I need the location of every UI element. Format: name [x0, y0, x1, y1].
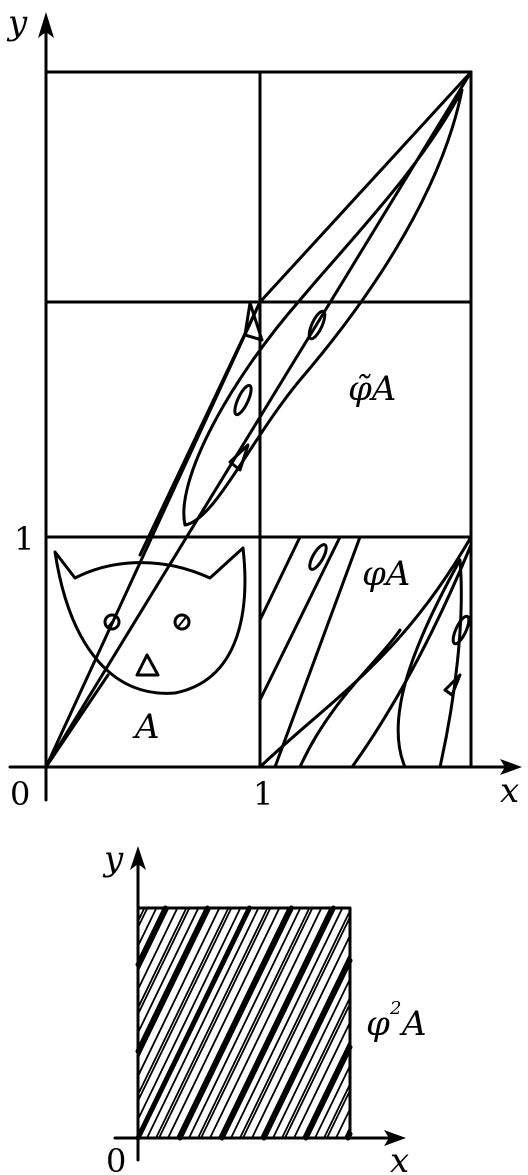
hatch-line: [167, 907, 281, 1139]
top-diagram: y x 0 1 1 A φA φ̃A: [6, 3, 522, 813]
phiA-line-2: [258, 535, 302, 622]
top-origin-label: 0: [10, 775, 30, 813]
hatch-line: [242, 916, 351, 1139]
hatch-line: [335, 1108, 351, 1139]
hatch-line: [137, 907, 170, 972]
hatch-line: [261, 957, 353, 1141]
hatch-line: [137, 907, 233, 1102]
label-tilde-phi-A: φ̃A: [348, 369, 396, 409]
phiA-line-3: [273, 535, 362, 769]
hatch-line: [137, 907, 212, 1058]
cat-A-eye-right-slash: [177, 616, 187, 628]
hatch-line: [251, 935, 351, 1139]
hatch-line: [197, 907, 311, 1139]
hatch-line: [284, 1003, 351, 1139]
hatch-line: [302, 1040, 351, 1139]
hatch-line: [293, 1021, 351, 1139]
x-axis-arrow-icon: [500, 759, 522, 775]
hatch-line: [314, 1065, 351, 1139]
hatch-line: [303, 1044, 353, 1141]
top-tick-y1-label: 1: [14, 520, 34, 558]
phi-A-region: [258, 535, 473, 769]
hatch-line: [137, 907, 221, 1077]
hatch-line: [272, 978, 351, 1139]
phi2A-hatching: [135, 905, 353, 1141]
bottom-diagram: y x 0 φ 2 A: [102, 839, 427, 1175]
phiA-curve-2: [258, 535, 473, 769]
hatch-line: [239, 910, 351, 1139]
hatch-line: [137, 907, 242, 1120]
cat-A-eye-right: [173, 613, 191, 631]
parallelogram-inner-edge: [138, 300, 262, 557]
phiA-curve-1: [298, 628, 402, 769]
bottom-origin-label: 0: [106, 1142, 126, 1175]
tilde-phi-ear-left: [243, 301, 264, 342]
hatch-line: [137, 907, 230, 1096]
phiA-eye-1: [308, 543, 328, 571]
label-A: A: [132, 707, 160, 747]
bottom-x-axis-arrow-icon: [384, 1130, 406, 1146]
hatch-line: [188, 907, 302, 1139]
hatch-line: [137, 907, 158, 947]
tilde-phi-eye-1: [307, 309, 327, 341]
hatch-line: [146, 907, 260, 1139]
hatch-line: [326, 1090, 351, 1139]
cat-A-nose: [135, 653, 160, 677]
hatch-line: [219, 905, 336, 1141]
top-tick-x1-label: 1: [253, 775, 273, 813]
hatch-line: [260, 953, 351, 1139]
hatch-line: [281, 997, 351, 1139]
label-phi-A: φA: [362, 554, 410, 594]
hatch-line: [137, 907, 200, 1034]
cat-A-eye-left: [103, 613, 121, 631]
parallelogram-edge-upper: [258, 70, 473, 304]
tilde-phi-nose: [228, 443, 250, 472]
y-axis-arrow-icon: [38, 12, 54, 38]
hatch-line: [137, 907, 146, 922]
top-y-axis-label: y: [6, 3, 28, 43]
hatch-line: [345, 1131, 353, 1141]
phiA-line-4: [350, 543, 473, 769]
hatch-line: [135, 905, 210, 1054]
bottom-y-axis-label: y: [102, 839, 124, 879]
label-phi2A-exponent: 2: [389, 998, 401, 1019]
label-phi2A-tail: A: [399, 1004, 427, 1044]
cat-A-ray-1: [44, 673, 110, 769]
hatch-line: [230, 907, 344, 1139]
cat-A-eye-left-slash: [107, 616, 117, 628]
bottom-x-axis-label: x: [390, 1141, 409, 1175]
hatch-line: [137, 907, 188, 1009]
hatch-line: [177, 905, 294, 1141]
top-x-axis-label: x: [500, 771, 519, 811]
phiA-eye-2: [451, 614, 471, 646]
tilde-phi-cat-face: [182, 88, 464, 527]
phiA-line-1: [258, 535, 342, 702]
hatch-line: [137, 907, 179, 990]
hatch-line: [135, 905, 168, 968]
hatch-line: [137, 907, 191, 1015]
hatch-line: [176, 907, 290, 1139]
tilde-phi-eye-2: [233, 383, 253, 417]
hatch-line: [323, 1083, 351, 1139]
phiA-nose: [443, 673, 462, 697]
hatch-line: [137, 907, 149, 928]
hatch-line: [200, 907, 314, 1139]
cat-A-outline: [53, 546, 247, 695]
hatch-line: [344, 1127, 351, 1139]
hatch-line: [158, 907, 272, 1139]
bottom-y-axis-arrow-icon: [130, 846, 146, 870]
hatch-line: [155, 907, 269, 1139]
hatch-line: [209, 907, 323, 1139]
hatch-line: [218, 907, 332, 1139]
parallelogram-diagonal: [44, 70, 473, 769]
label-phi2A-base: φ: [366, 1004, 390, 1044]
hatch-line: [135, 905, 252, 1141]
phiA-lobe: [396, 558, 463, 769]
